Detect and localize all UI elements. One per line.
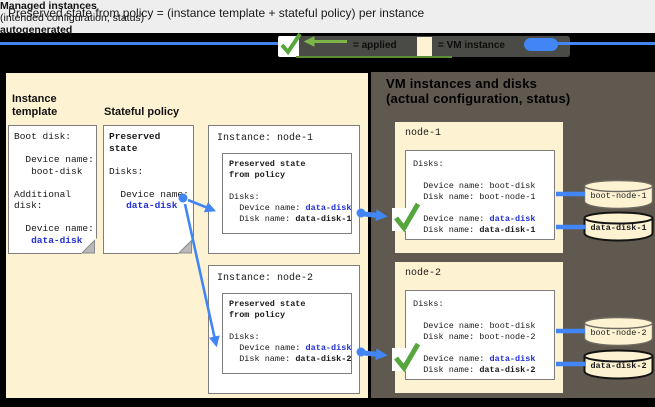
doc-line-data-disk: data-disk (109, 200, 178, 211)
managed-instance-node-2: Instance: node-2 Preserved state from po… (208, 265, 360, 394)
doc-line: Additional (14, 188, 72, 200)
disk-value: data-disk-2 (295, 354, 352, 364)
legend-vm-swatch (417, 37, 432, 56)
device-value: data-disk (489, 214, 536, 224)
boot-disk-line: Disk name: boot-node-2 (413, 332, 536, 342)
data-device-line: Device name: data-disk (413, 354, 554, 365)
device-prefix: Device name: (229, 203, 306, 213)
disk-cylinder-icon (583, 349, 654, 380)
disk-prefix: Disk name: (229, 354, 296, 364)
instance-title: Instance: node-1 (217, 133, 314, 144)
doc-line: Boot disk: (14, 131, 72, 142)
data-device-line: Device name: data-disk (413, 214, 554, 225)
cylinder-label: data-disk-2 (590, 361, 647, 371)
boot-device-line: Device name: boot-disk (413, 181, 536, 191)
doc-line: disk: (14, 200, 43, 211)
page-title: Preserved state from policy = (instance … (8, 6, 425, 20)
data-disk-line: Disk name: data-disk-1 (413, 225, 554, 236)
doc-line: Device name: (14, 154, 94, 165)
legend-green-line (296, 56, 452, 58)
check-icon (280, 32, 302, 56)
legend-disk-pill (524, 38, 558, 51)
device-value: data-disk (305, 203, 352, 213)
disk-value: data-disk-1 (295, 214, 352, 224)
disk-cylinder-icon (583, 316, 654, 347)
preserved-state-line: Preserved state (229, 159, 306, 169)
folded-corner-icon (178, 238, 194, 254)
stateful-policy-doc: Preserved state Disks: Device name: data… (103, 125, 194, 254)
device-name-line: Device name: data-disk (229, 343, 351, 354)
disks-label: Disks: (229, 192, 260, 202)
instance-template-heading: Instance template (12, 93, 58, 118)
boot-device-line: Device name: boot-disk (413, 321, 536, 331)
preserved-state-box: Preserved state from policy Disks: Devic… (222, 153, 352, 234)
disks-label: Disks: (413, 159, 444, 169)
cylinder-label: boot-node-1 (590, 191, 647, 201)
preserved-state-line: from policy (229, 310, 286, 320)
vm-node-title: node-2 (405, 268, 442, 279)
disk-cylinder-icon (583, 179, 654, 210)
disk-prefix: Disk name: (413, 365, 480, 375)
doc-line-data-disk: data-disk (14, 234, 83, 246)
disk-cylinder-icon (583, 211, 654, 242)
device-prefix: Device name: (413, 354, 490, 364)
status-checkbox-node-1 (392, 208, 415, 231)
boot-disk-line: Disk name: boot-node-1 (413, 192, 536, 202)
data-disk-cylinder-node-1: data-disk-1 (583, 211, 654, 242)
vm-disks-box: Disks: Device name: boot-disk Disk name:… (405, 150, 555, 240)
vm-heading-line1: VM instances and disks (386, 76, 538, 91)
disk-value: data-disk-1 (479, 225, 536, 235)
cylinder-label: boot-node-2 (590, 328, 647, 338)
instance-template-doc: Boot disk: Device name: boot-disk Additi… (8, 125, 97, 254)
doc-line: Device name: (109, 188, 189, 200)
status-checkbox-node-2 (392, 348, 415, 371)
legend-vm-label: = VM instance (438, 40, 505, 51)
managed-instance-node-1: Instance: node-1 Preserved state from po… (208, 125, 360, 254)
doc-line: boot-disk (14, 165, 83, 177)
doc-line: state (109, 142, 138, 154)
preserved-state-line: Preserved state (229, 299, 306, 309)
device-prefix: Device name: (229, 343, 306, 353)
boot-disk-cylinder-node-2: boot-node-2 (583, 316, 654, 347)
disk-prefix: Disk name: (229, 214, 296, 224)
preserved-state-box: Preserved state from policy Disks: Devic… (222, 293, 352, 374)
disks-label: Disks: (413, 299, 444, 309)
managed-instances-heading: Managed instances (intended configuratio… (0, 0, 655, 36)
disks-label: Disks: (229, 332, 260, 342)
device-value: data-disk (489, 354, 536, 364)
stateful-policy-heading: Stateful policy (104, 106, 180, 118)
doc-line: Preserved (109, 131, 161, 142)
disk-name-line: Disk name: data-disk-1 (229, 214, 351, 225)
managed-heading-line1: Managed instances (0, 0, 97, 12)
vm-node-title: node-1 (405, 128, 442, 139)
device-value: data-disk (305, 343, 352, 353)
check-icon (394, 202, 421, 233)
doc-line: Disks: (109, 165, 144, 177)
vm-node-1: node-1 Disks: Device name: boot-disk Dis… (395, 122, 563, 253)
disk-prefix: Disk name: (413, 225, 480, 235)
data-disk-line: Disk name: data-disk-2 (413, 365, 554, 376)
device-name-line: Device name: data-disk (229, 203, 351, 214)
vm-node-2: node-2 Disks: Device name: boot-disk Dis… (395, 262, 563, 393)
cylinder-label: data-disk-1 (590, 223, 647, 233)
preserved-state-line: from policy (229, 170, 286, 180)
disk-name-line: Disk name: data-disk-2 (229, 354, 351, 365)
legend-applied-label: = applied (353, 40, 397, 51)
data-disk-cylinder-node-2: data-disk-2 (583, 349, 654, 380)
boot-disk-cylinder-node-1: boot-node-1 (583, 179, 654, 210)
disk-value: data-disk-2 (479, 365, 536, 375)
doc-line: Device name: (14, 223, 94, 234)
vm-panel-heading: VM instances and disks (actual configura… (386, 76, 570, 106)
device-prefix: Device name: (413, 214, 490, 224)
folded-corner-icon (81, 238, 97, 254)
instance-title: Instance: node-2 (217, 273, 314, 284)
managed-heading-line2: (intended configuration, status) (0, 12, 145, 24)
vm-heading-line2: (actual configuration, status) (386, 91, 571, 106)
check-icon (394, 342, 421, 373)
vm-disks-box: Disks: Device name: boot-disk Disk name:… (405, 290, 555, 380)
